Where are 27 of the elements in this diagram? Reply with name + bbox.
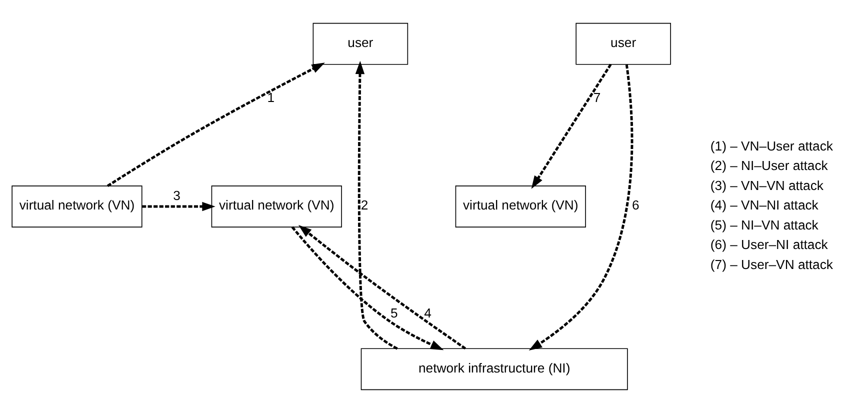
label: (2) – NI–User attack [710, 158, 828, 173]
arrow [291, 226, 444, 350]
arrow [528, 64, 634, 350]
label: (1) – VN–User attack [710, 138, 833, 153]
edge-label: 6 [632, 197, 640, 212]
edge-label: 1 [267, 89, 275, 104]
node-box: virtual network (VN) [12, 185, 142, 227]
node-box: network infrastructure (NI) [360, 348, 628, 390]
node-box: virtual network (VN) [211, 185, 342, 227]
node-box: user [312, 22, 408, 64]
edge-label: 2 [360, 197, 368, 212]
node-box: virtual network (VN) [455, 185, 586, 227]
label: (6) – User–NI attack [710, 236, 828, 252]
arrow [531, 63, 612, 188]
arrow [298, 224, 466, 350]
edge-label: 3 [173, 187, 180, 202]
edge-label: 5 [390, 304, 398, 320]
label: (4) – VN–NI attack [710, 197, 818, 212]
arrow [106, 62, 325, 186]
label: (7) – User–VN attack [710, 256, 833, 272]
arrow [355, 60, 398, 350]
arrow [142, 201, 216, 211]
edge-label: 7 [593, 89, 601, 104]
label: (5) – NI–VN attack [710, 216, 818, 232]
edge-label: 4 [424, 304, 432, 320]
label: (3) – VN–VN attack [710, 177, 824, 192]
node-box: user [576, 22, 671, 64]
